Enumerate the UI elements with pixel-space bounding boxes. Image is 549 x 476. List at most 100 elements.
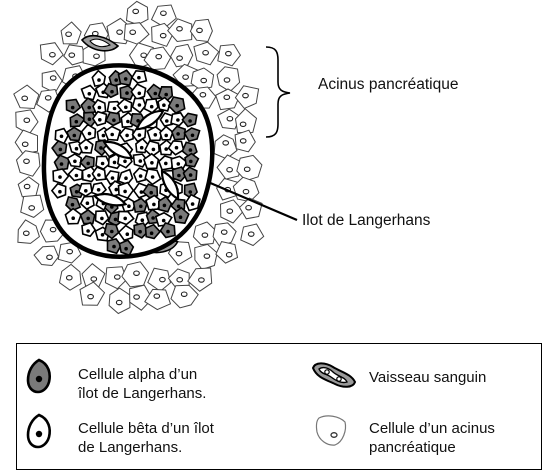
legend-vessel-line1: Vaisseau sanguin [369,369,487,386]
acinar-cell [33,245,60,267]
beta-cell [52,168,70,185]
beta-cell [185,193,201,212]
alpha-cell-icon [26,358,51,394]
acinar-cell [144,288,172,311]
beta-cell [132,153,149,168]
acinar-cell [17,219,40,244]
beta-cell [66,153,83,168]
beta-cell [64,207,83,225]
beta-cell [91,69,107,88]
beta-cell [79,195,95,211]
acinar-cell [192,221,217,246]
beta-cell-icon [26,413,51,449]
acinar-cell [193,41,220,66]
acinar-cell [215,241,239,264]
acinar-cell [104,266,128,290]
beta-cell [142,152,160,170]
acinar-cell [151,22,175,47]
beta-cell [157,96,172,112]
beta-cell [81,221,97,238]
acinar-cell [234,129,256,153]
acinar-cell [147,267,172,292]
acinar-cell [190,67,215,91]
acinar-cell [17,176,40,198]
legend-alpha-line1: Cellule alpha d’un [78,366,198,383]
beta-cell [90,182,108,197]
beta-cell [81,165,99,183]
alpha-cell [183,182,199,200]
alpha-cell [102,82,119,99]
beta-cell [94,210,110,226]
acinar-cell [194,243,218,270]
beta-cell [50,182,67,199]
beta-cell [159,112,174,127]
ilot-label: Ilot de Langerhans [302,212,431,229]
acinar-cell [39,42,64,66]
acinar-cell [15,109,39,135]
acinar-cell [167,268,190,290]
acinar-cell [170,43,194,68]
legend-beta-line1: Cellule bêta d’un îlot [78,420,214,437]
beta-cell [80,84,97,101]
legend-acinar-line1: Cellule d’un acinus [369,420,495,437]
alpha-cell [170,125,187,141]
acinar-cell [79,281,106,306]
acinar-cell [234,108,258,134]
beta-cell [144,168,162,186]
alpha-cell [172,206,190,225]
acinar-cell [14,129,38,155]
alpha-cell [51,140,68,157]
legend-box: Cellule alpha d’un îlot de Langerhans. C… [16,343,542,470]
acinar-cell [236,154,263,182]
islet-cells [50,69,201,257]
alpha-cell [106,237,122,255]
legend-alpha-line2: îlot de Langerhans. [78,385,207,402]
acinar-cell [20,194,45,218]
acinus-label: Acinus pancréatique [318,76,459,93]
alpha-cell [104,111,122,127]
acinar-cell [170,284,199,309]
acinar-cell [189,18,213,43]
beta-cell [116,98,133,114]
beta-cell [117,168,134,186]
beta-cell [117,210,135,226]
acinar-cell [108,287,131,315]
beta-cell [132,167,149,184]
alpha-cell [79,208,96,225]
acinar-cell [219,199,244,224]
alpha-cell [142,183,159,199]
beta-cell [143,98,159,114]
beta-cell [117,224,134,242]
acinus-brace [265,46,291,138]
islet-of-langerhans-group [41,63,215,259]
ilot-pointer-line [207,180,298,222]
alpha-cell [69,113,86,128]
acinar-cell [234,85,260,110]
acinar-cells-group [13,0,265,315]
islet-capillary [92,192,128,207]
acinar-cell [63,44,87,66]
acinar-cell [240,223,265,247]
beta-cell [159,125,174,141]
beta-cell [91,110,108,127]
acinar-cell [60,21,82,45]
acinar-cell [216,66,241,93]
alpha-cell [181,112,198,128]
acinar-cell [187,267,213,292]
islet-capillary [160,169,180,201]
acinar-cell [58,263,82,291]
alpha-cell [118,239,135,257]
acinar-cell [13,84,40,110]
acinar-cell [57,241,82,264]
legend-acinar-line2: pancréatique [369,439,456,456]
acinar-cell [143,46,172,71]
alpha-cell [146,83,163,100]
blood-vessel-icon [311,362,357,388]
alpha-cell [144,223,162,240]
acinar-cell [167,18,193,43]
acinar-cell [121,261,150,288]
beta-cell [78,138,94,154]
acinar-cell [213,134,238,160]
islet-capillary [135,109,165,131]
acinar-cell [150,4,177,29]
